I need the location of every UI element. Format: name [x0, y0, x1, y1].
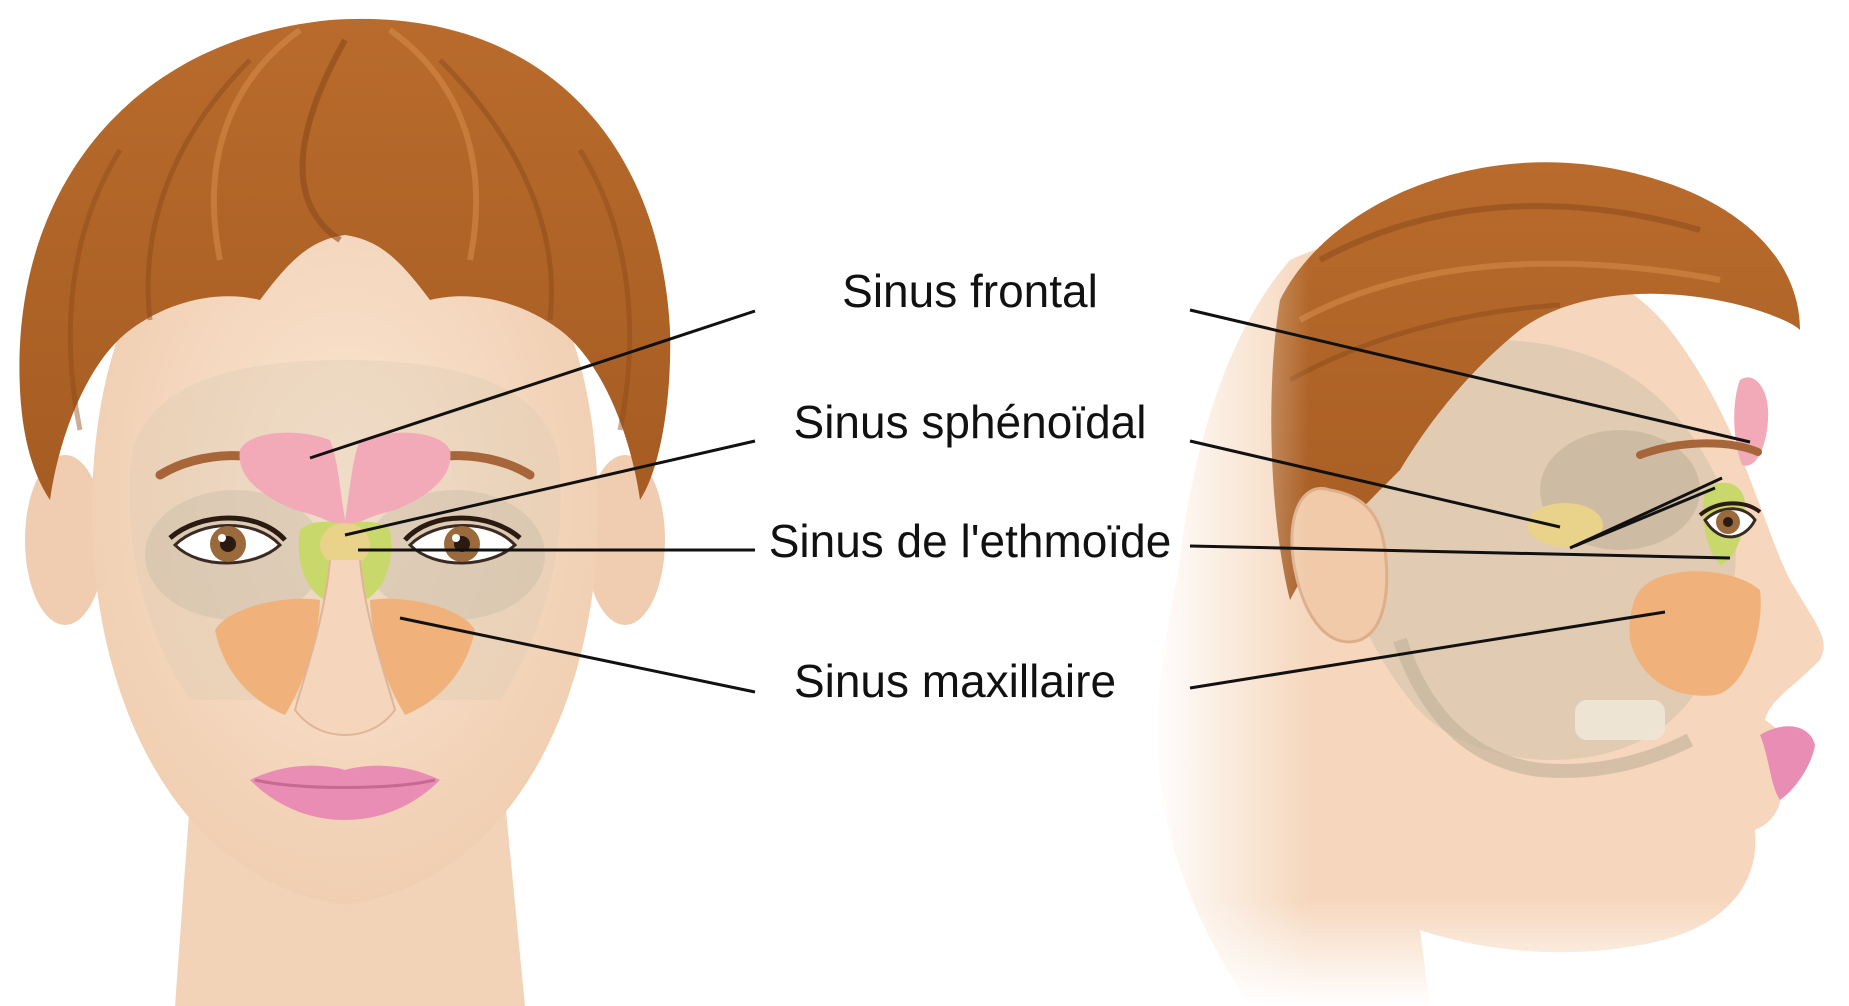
front-face: [19, 19, 670, 1006]
label-frontal-sinus: Sinus frontal: [842, 265, 1098, 317]
label-ethmoid-sinus: Sinus de l'ethmoïde: [769, 515, 1172, 567]
side-face: [1150, 150, 1849, 1006]
label-maxillary-sinus: Sinus maxillaire: [794, 655, 1116, 707]
side-fade-left: [1150, 150, 1310, 1006]
labels: Sinus frontal Sinus sphénoïdal Sinus de …: [769, 265, 1172, 707]
label-sphenoidal-sinus: Sinus sphénoïdal: [794, 396, 1147, 448]
side-fade-bottom: [1150, 900, 1849, 1006]
side-teeth: [1575, 700, 1665, 740]
